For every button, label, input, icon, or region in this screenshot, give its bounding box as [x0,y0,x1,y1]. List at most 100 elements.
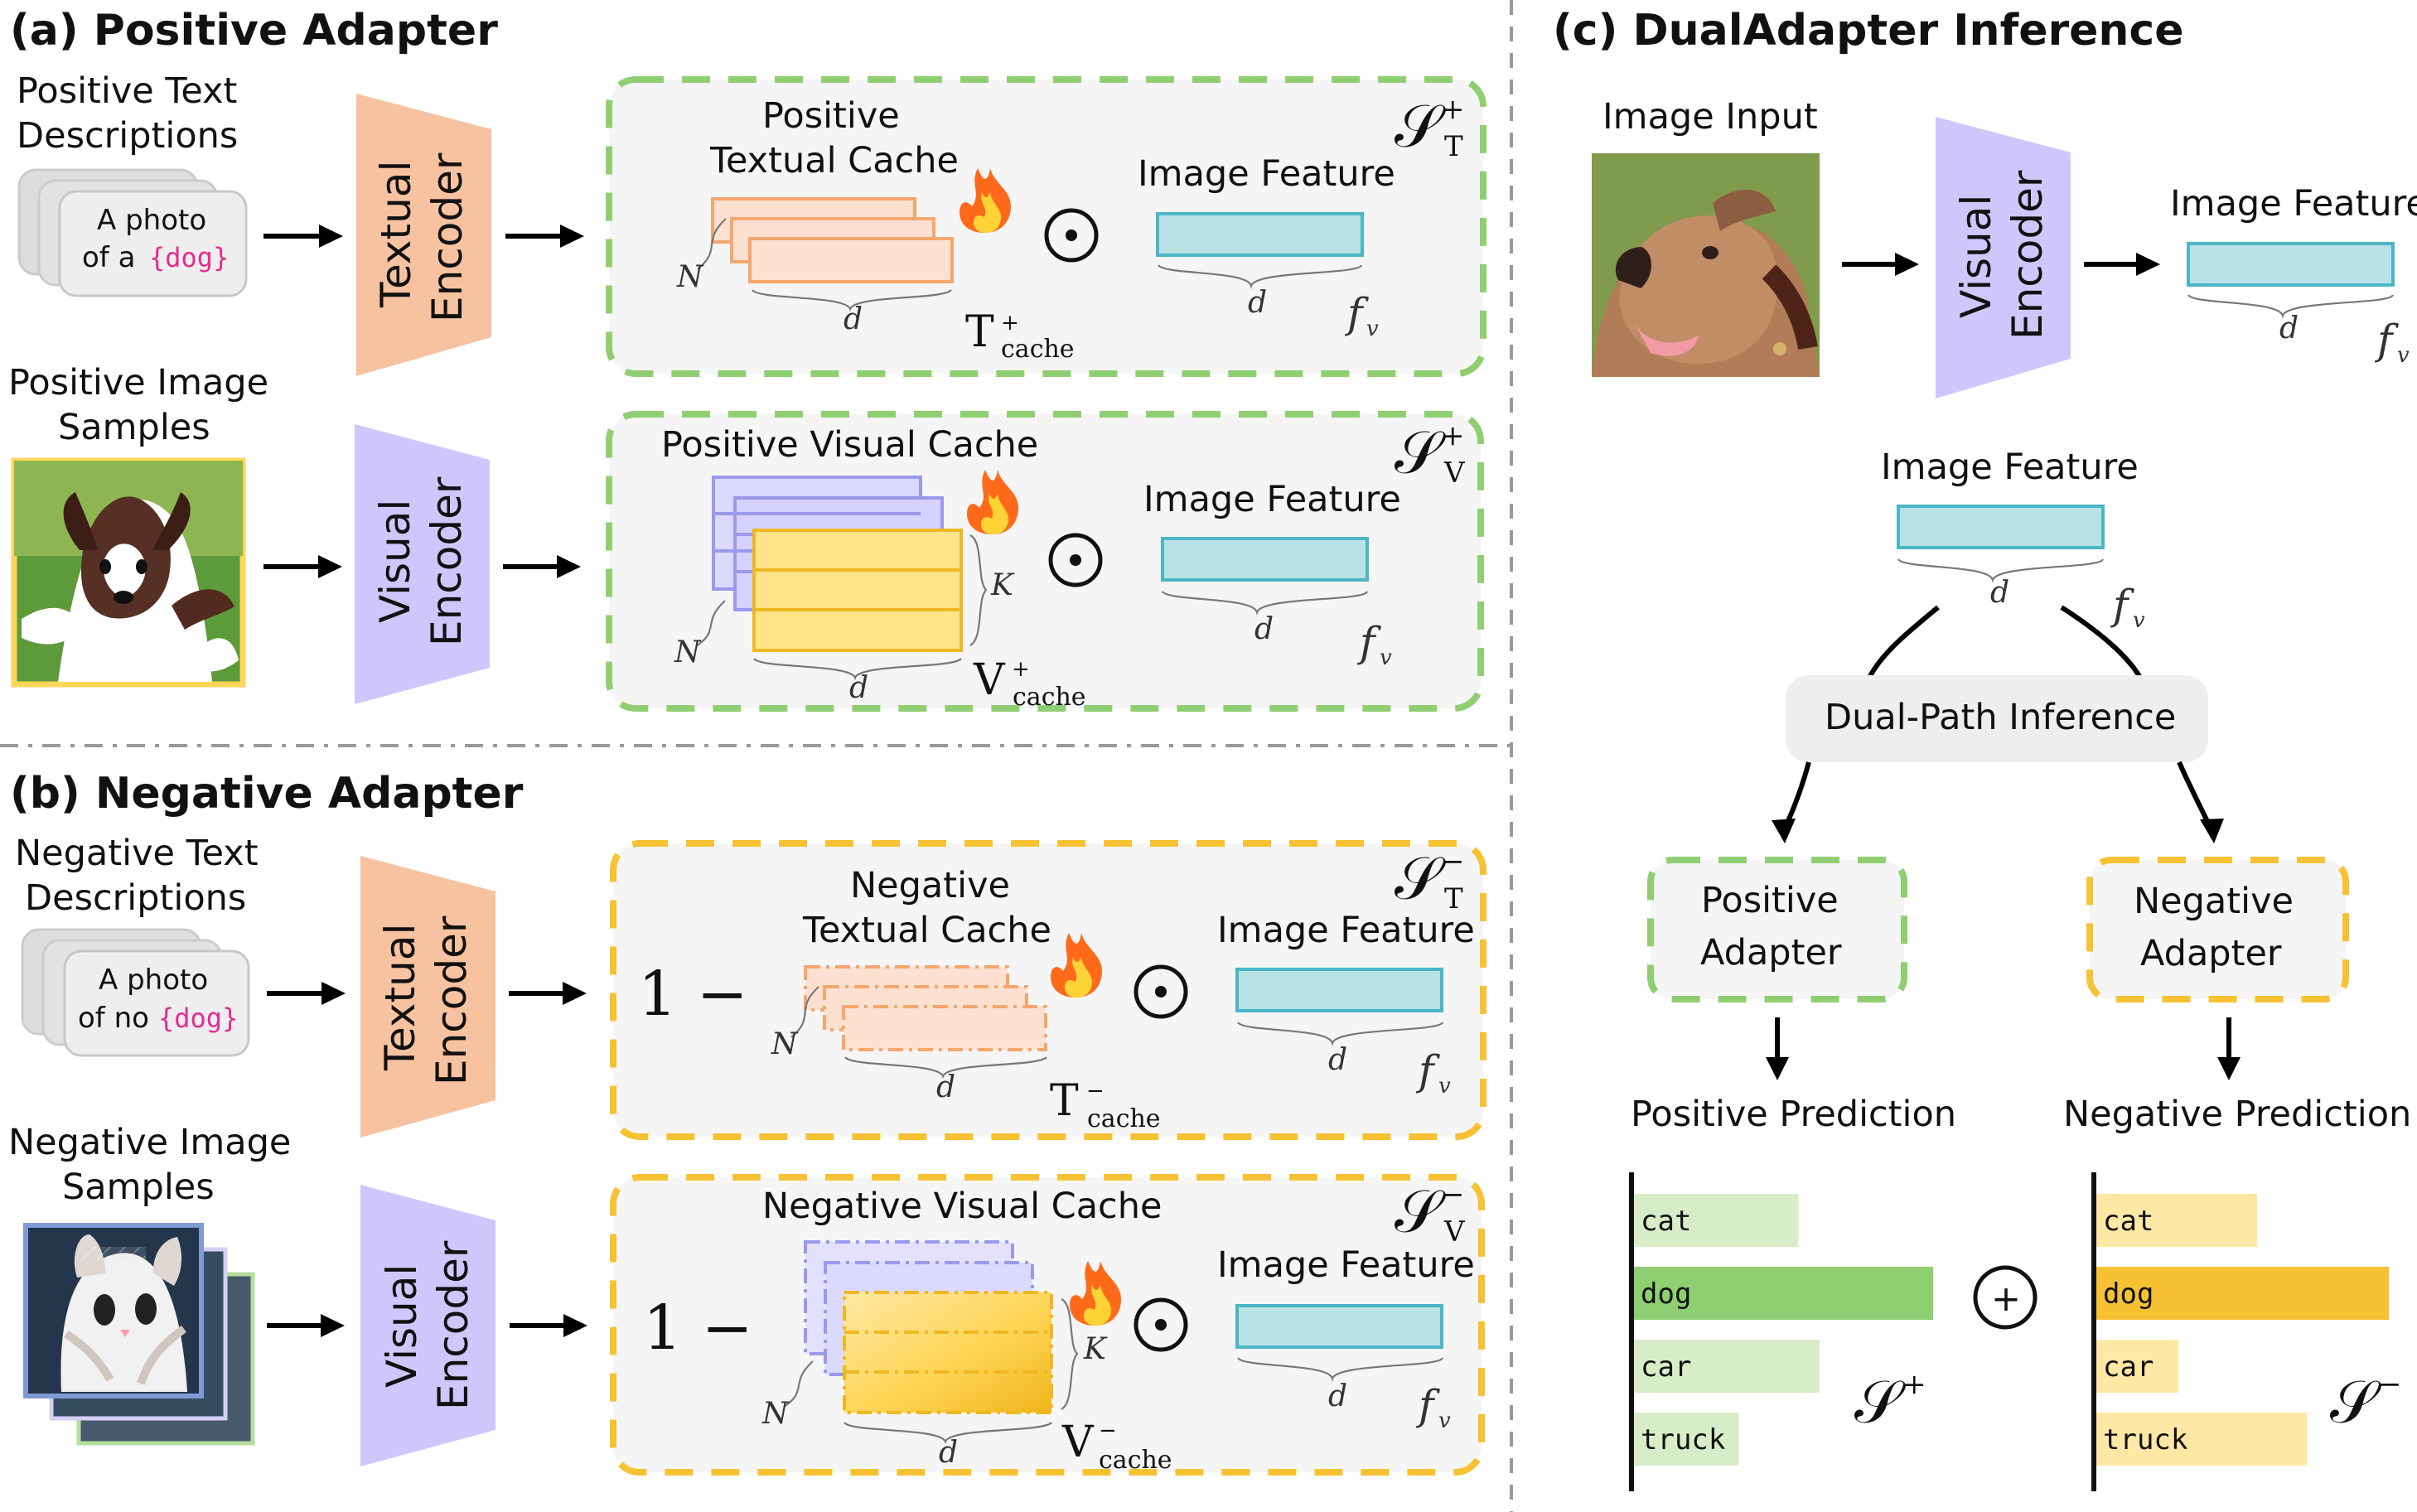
svg-text:Positive: Positive [762,95,900,137]
svg-text:N: N [771,1027,799,1061]
svg-text:v: v [1366,316,1379,341]
svg-text:cache: cache [1013,683,1086,712]
positive-textual-image-feature: Image Feature d f v [1138,153,1395,341]
svg-text:v: v [1438,1074,1451,1099]
negative-prediction-bar-dog [2096,1267,2389,1320]
positive-textual-score: 𝒮 + T [1395,91,1465,163]
svg-text:T: T [1050,1076,1079,1126]
positive-final-score: 𝒮 + [1854,1367,1926,1437]
positive-visual-image-feature: Image Feature d f v [1143,479,1401,670]
positive-prediction-bar-car [1634,1340,1820,1393]
svg-text:Adapter: Adapter [1700,932,1842,973]
prediction-down-arrows [1766,1017,2241,1080]
negative-text-card-stack: A photo of no {dog} [21,928,250,1057]
positive-prediction-bar-dog [1634,1267,1933,1320]
negative-prediction-title: Negative Prediction [2063,1094,2411,1135]
svg-text:v: v [1380,645,1392,670]
svg-text:Encoder: Encoder [2004,170,2052,340]
negative-visual-image-feature: Image Feature d f v [1217,1244,1475,1433]
negative-visual-cache: Negative Visual Cache K N d V − cache [761,1186,1172,1475]
negative-textual-score: 𝒮 − T [1395,843,1465,915]
fire-icon [1070,1261,1121,1326]
svg-text:Image Feature: Image Feature [1217,1244,1475,1286]
negative-visual-cache-label: V − cache [1061,1418,1172,1475]
svg-text:Image Feature: Image Feature [1138,153,1395,195]
svg-text:{dog}: {dog} [158,1002,238,1034]
section-dividers [0,0,1513,1512]
svg-text:𝒮: 𝒮 [1395,418,1446,487]
negative-visual-one-minus: 1 − [643,1292,753,1364]
svg-text:cache: cache [1001,335,1075,364]
svg-text:Positive Text: Positive Text [17,70,237,112]
fire-icon [967,470,1018,534]
svg-text:Positive: Positive [1701,880,1839,921]
svg-text:d: d [1328,1043,1347,1077]
svg-text:+: + [1902,1368,1926,1401]
positive-prediction-title: Positive Prediction [1631,1094,1956,1135]
positive-dog-image [11,457,246,688]
svg-text:+: + [1012,657,1030,682]
positive-visual-odot [1048,533,1103,587]
prediction-plus-symbol: + [1973,1265,2038,1330]
dual-path-inference-box: Dual-Path Inference [1786,675,2208,762]
negative-visual-score: 𝒮 − V [1395,1176,1466,1249]
svg-text:T: T [1444,882,1463,915]
negative-textual-encoder: Textual Encoder [360,856,495,1138]
svg-text:Adapter: Adapter [2140,933,2282,974]
positive-textual-cache: Positive Textual Cache N d T + cache [676,95,1075,364]
positive-prediction-label-truck: truck [1641,1423,1725,1456]
svg-text:Encoder: Encoder [429,1240,477,1410]
svg-text:{dog}: {dog} [149,242,229,273]
svg-text:v: v [2397,343,2410,368]
fire-icon [1051,933,1102,998]
svg-text:A photo: A photo [99,964,208,997]
svg-text:Image Input: Image Input [1602,96,1818,138]
svg-text:+: + [1441,419,1465,452]
negative-visual-odot [1134,1297,1188,1352]
svg-text:d: d [936,1070,955,1104]
dual-inference-title: (c) DualAdapter Inference [1553,6,2184,56]
svg-text:𝒮: 𝒮 [1395,843,1446,913]
svg-text:cache: cache [1087,1104,1161,1133]
negative-prediction-label-dog: dog [2103,1278,2154,1311]
svg-text:+: + [1991,1278,2021,1320]
svg-text:v: v [2133,608,2145,633]
svg-text:A photo: A photo [97,204,206,237]
svg-text:of no: of no [78,1002,149,1035]
svg-text:Visual: Visual [1952,195,2000,318]
negative-adapter-card: Negative Adapter [2086,857,2349,1002]
negative-image-stack [23,1223,255,1446]
path-left-to-positive [1782,761,1811,830]
negative-flow-arrows [267,982,587,1337]
negative-final-score: 𝒮 − [2330,1367,2402,1437]
svg-text:Positive Image: Positive Image [8,362,268,403]
svg-text:cache: cache [1099,1446,1172,1475]
svg-text:Encoder: Encoder [428,915,476,1085]
negative-text-cache-label: T − cache [1050,1076,1161,1133]
svg-text:𝒮: 𝒮 [1854,1367,1906,1437]
svg-text:d: d [1990,576,2009,610]
svg-text:Encoder: Encoder [423,152,471,322]
positive-text-descriptions: Positive Text Descriptions [17,70,238,157]
negative-visual-encoder: Visual Encoder [360,1185,495,1466]
positive-flow-arrows [263,225,584,578]
svg-text:Negative Visual Cache: Negative Visual Cache [762,1186,1162,1227]
positive-visual-cache-label: V + cache [973,655,1086,712]
fire-icon [960,168,1011,233]
svg-text:Encoder: Encoder [423,476,471,646]
svg-text:f: f [2110,581,2134,629]
negative-textual-one-minus: 1 − [638,959,748,1030]
negative-prediction-bar-truck [2096,1413,2308,1466]
svg-text:Negative Image: Negative Image [8,1122,291,1163]
path-split-right [2060,605,2143,679]
negative-prediction-bar-cat [2096,1194,2258,1247]
negative-adapter-title: (b) Negative Adapter [10,769,524,819]
dual-image-input-label: Image Input [1602,96,1818,138]
svg-text:N: N [676,260,704,294]
path-right-to-negative [2177,761,2213,830]
svg-text:d: d [1328,1379,1347,1413]
svg-text:of a: of a [82,241,135,274]
positive-visual-cache: Positive Visual Cache K N d V + cache [661,424,1086,712]
svg-text:Samples: Samples [58,407,210,448]
